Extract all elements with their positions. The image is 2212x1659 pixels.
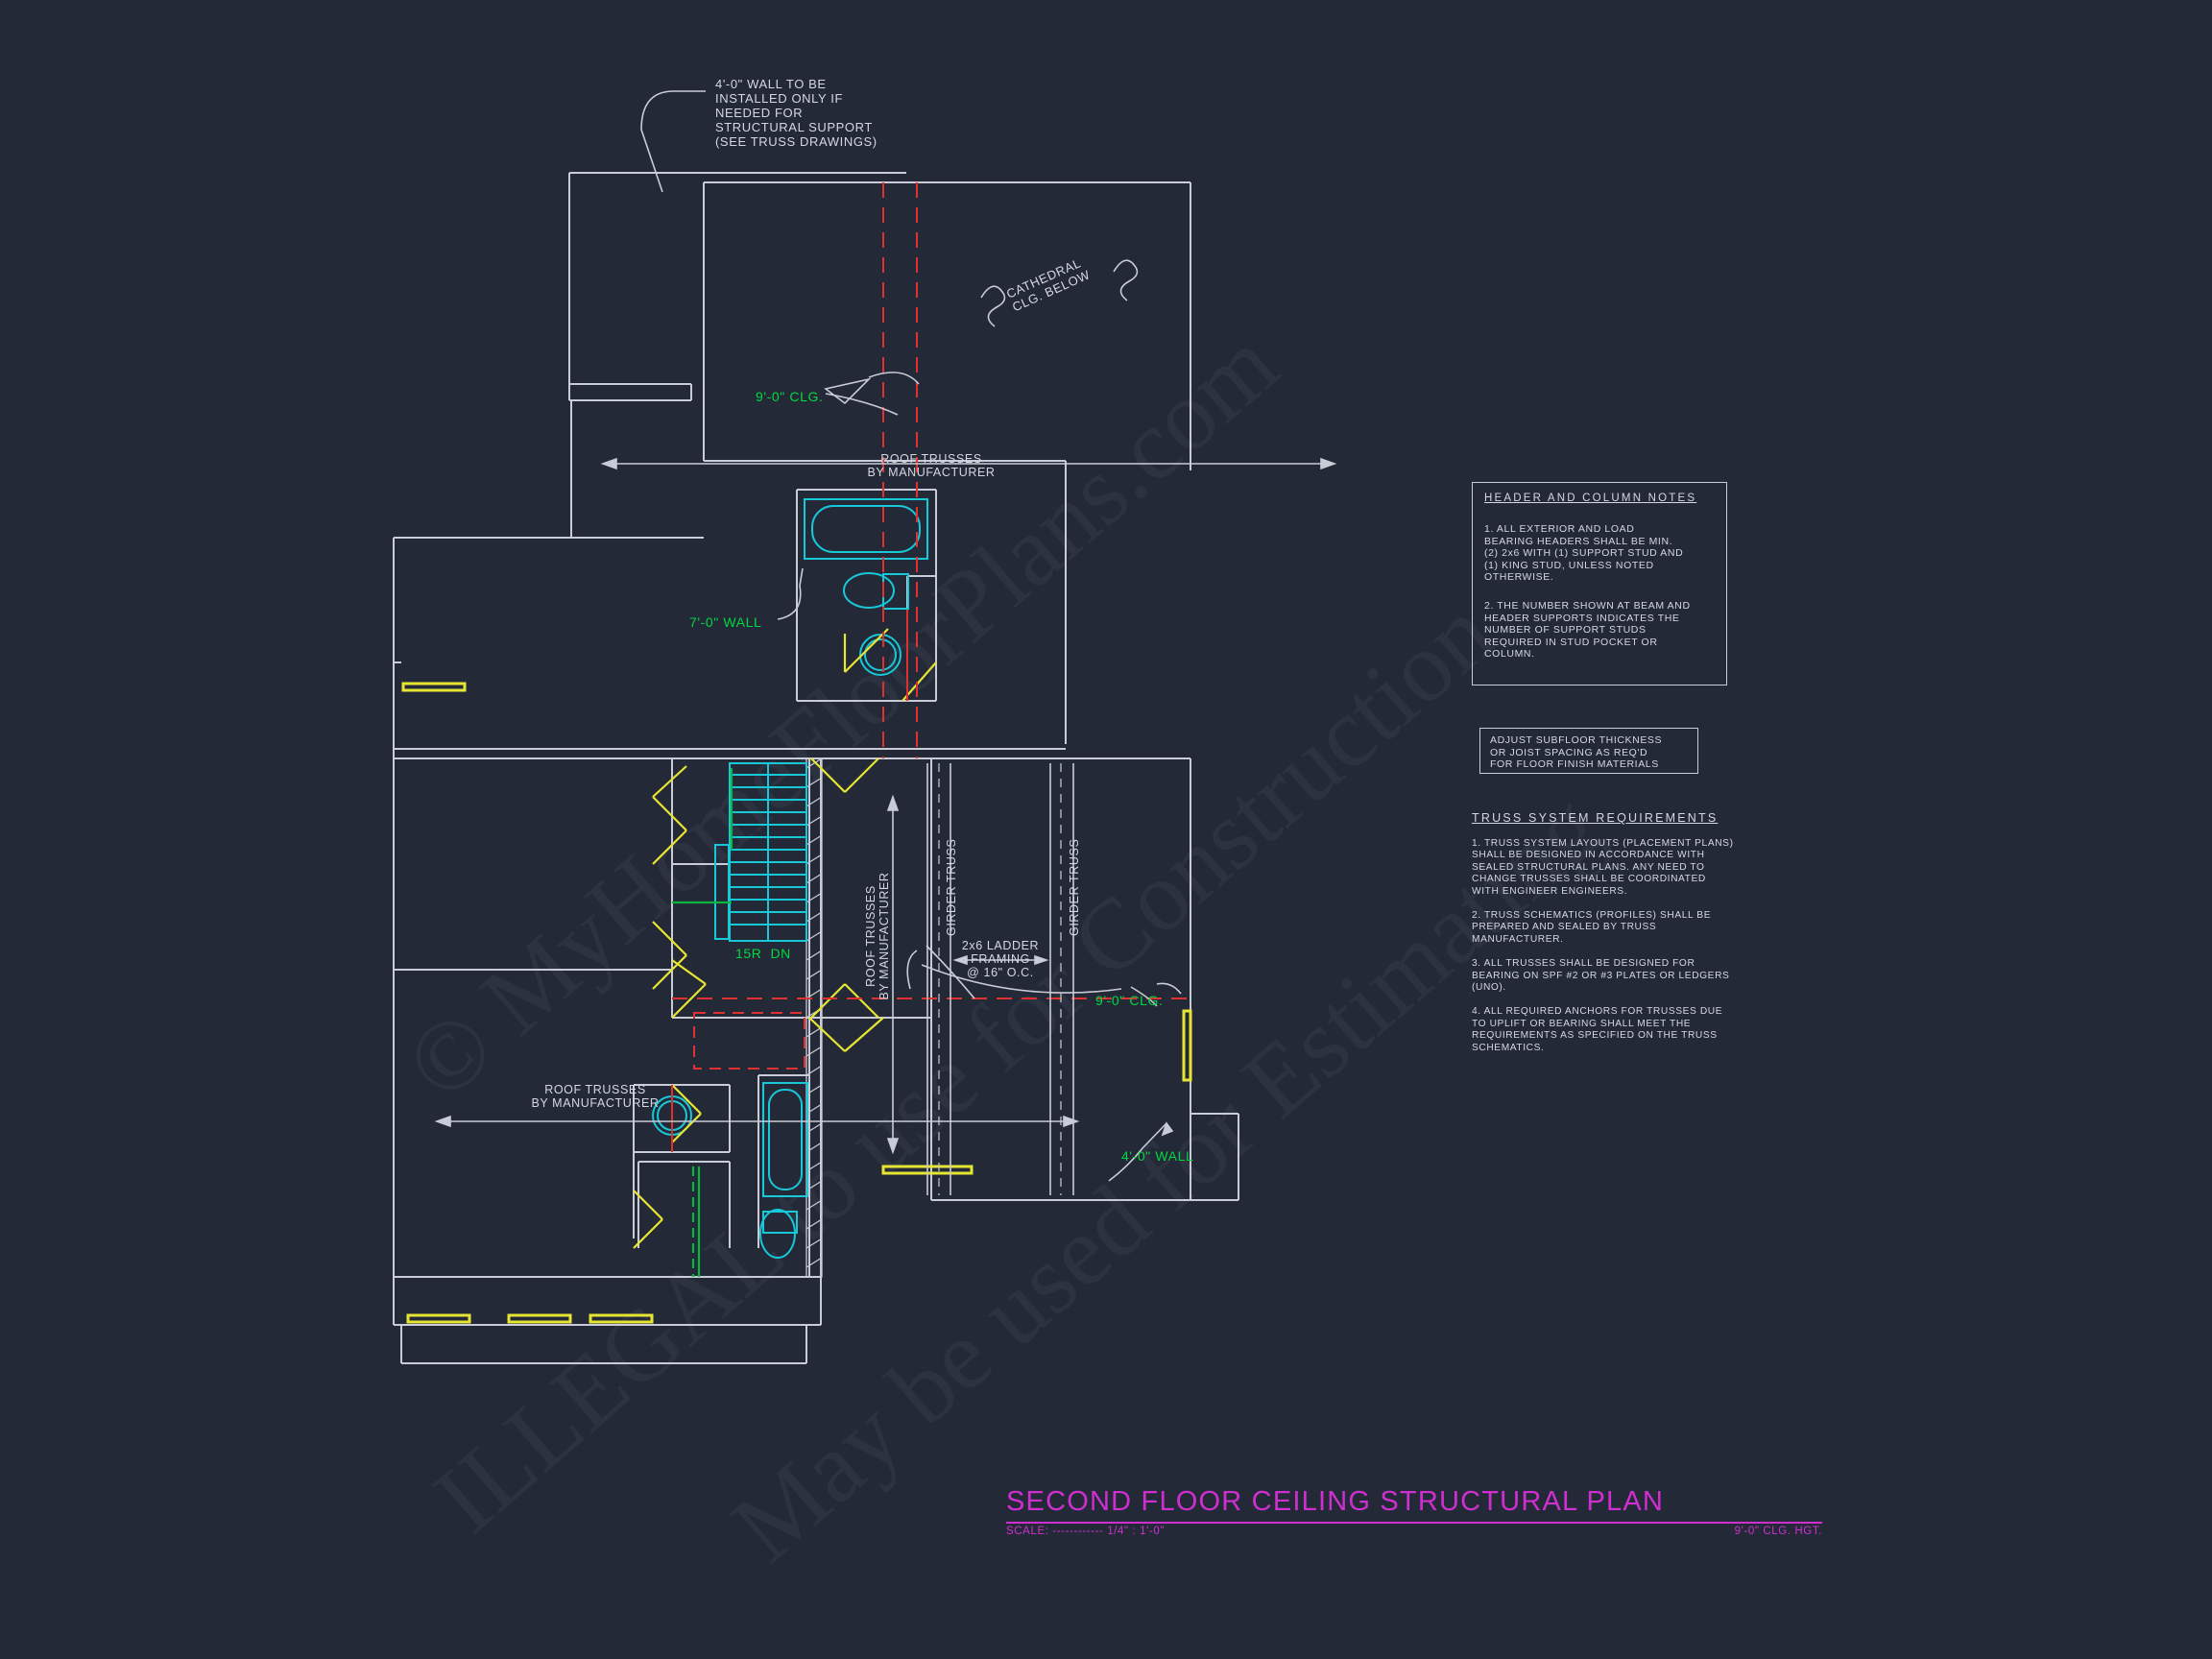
girder-truss-outlines: [926, 763, 1074, 1195]
low-wall-lines: [672, 768, 733, 1277]
note-line: STRUCTURAL SUPPORT: [715, 120, 873, 134]
note-line: INSTALLED ONLY IF: [715, 91, 844, 106]
note-line: NEEDED FOR: [715, 106, 804, 120]
note-line: OTHERWISE.: [1484, 571, 1554, 583]
note-line: FOR FLOOR FINISH MATERIALS: [1490, 758, 1659, 770]
header-notes-paragraph-2: 2. THE NUMBER SHOWN AT BEAM AND HEADER S…: [1484, 600, 1691, 661]
toilet-upper: [843, 572, 909, 610]
truss-notes-paragraph-2: 2. TRUSS SCHEMATICS (PROFILES) SHALL BE …: [1472, 910, 1789, 946]
page-title: SECOND FLOOR CEILING STRUCTURAL PLAN: [1006, 1486, 1665, 1517]
label-girder-truss-2: GIRDER TRUSS: [1068, 838, 1081, 936]
note-line: SEALED STRUCTURAL PLANS. ANY NEED TO: [1472, 861, 1705, 873]
roof-trusses-line-1: ROOF TRUSSES: [864, 885, 878, 987]
note-line: 3. ALL TRUSSES SHALL BE DESIGNED FOR: [1472, 958, 1695, 970]
label-wall-7-0: 7'-0" WALL: [689, 614, 762, 630]
note-line: HEADER SUPPORTS INDICATES THE: [1484, 612, 1680, 624]
roof-trusses-line-2: BY MANUFACTURER: [878, 872, 891, 1000]
note-line: SCHEMATICS.: [1472, 1042, 1545, 1053]
sink-upper: [859, 634, 902, 676]
scale-label: SCALE: ------------ 1/4" : 1'-0": [1006, 1525, 1166, 1537]
label-clg-height-top: 9'-0" CLG.: [756, 389, 824, 404]
note-line: 1. ALL EXTERIOR AND LOAD: [1484, 523, 1635, 535]
note-line: CHANGE TRUSSES SHALL BE COORDINATED: [1472, 874, 1706, 885]
girder-truss-center-lines: [938, 763, 1062, 1195]
note-line: (1) KING STUD, UNLESS NOTED: [1484, 559, 1654, 571]
label-ladder-framing: 2x6 LADDER FRAMING @ 16" O.C.: [952, 939, 1048, 979]
header-markers: [401, 682, 1192, 1324]
title-rule: [1006, 1522, 1822, 1524]
bathtub-lower: [762, 1082, 808, 1197]
note-line: 1. TRUSS SYSTEM LAYOUTS (PLACEMENT PLANS…: [1472, 838, 1734, 849]
note-line: (SEE TRUSS DRAWINGS): [715, 134, 878, 149]
label-stair-15r-dn: 15R DN: [735, 946, 791, 961]
note-line: OR JOIST SPACING AS REQ'D: [1490, 746, 1648, 758]
note-line: NUMBER OF SUPPORT STUDS: [1484, 624, 1647, 636]
note-line: BEARING HEADERS SHALL BE MIN.: [1484, 535, 1673, 547]
leaders: [434, 90, 1337, 1182]
note-line: BEARING ON SPF #2 OR #3 PLATES OR LEDGER…: [1472, 970, 1730, 981]
roof-trusses-line-2: BY MANUFACTURER: [867, 466, 996, 479]
truss-notes-paragraph-4: 4. ALL REQUIRED ANCHORS FOR TRUSSES DUE …: [1472, 1006, 1789, 1054]
ladder-line-2: FRAMING: [971, 952, 1030, 966]
note-line: 4'-0" WALL TO BE: [715, 77, 827, 91]
label-girder-truss-1: GIRDER TRUSS: [945, 838, 958, 936]
beam-pocket: [671, 610, 908, 1152]
note-line: PREPARED AND SEALED BY TRUSS: [1472, 922, 1657, 933]
note-line: (2) 2x6 WITH (1) SUPPORT STUD AND: [1484, 547, 1684, 559]
label-roof-trusses-top: ROOF TRUSSES BY MANUFACTURER: [845, 452, 1018, 479]
note-line: REQUIREMENTS AS SPECIFIED ON THE TRUSS: [1472, 1030, 1718, 1042]
roof-trusses-line-1: ROOF TRUSSES: [880, 452, 982, 466]
roof-trusses-line-2: BY MANUFACTURER: [531, 1096, 660, 1110]
label-clg-height-mid: 9'-0" CLG.: [1095, 993, 1164, 1008]
truss-notes-paragraph-3: 3. ALL TRUSSES SHALL BE DESIGNED FOR BEA…: [1472, 958, 1789, 994]
note-line: (UNO).: [1472, 982, 1506, 994]
subfloor-note-text: ADJUST SUBFLOOR THICKNESS OR JOIST SPACI…: [1490, 734, 1662, 771]
subfloor-note-box: ADJUST SUBFLOOR THICKNESS OR JOIST SPACI…: [1479, 728, 1698, 774]
note-line: WITH ENGINEER ENGINEERS.: [1472, 885, 1628, 897]
stair-treads: [714, 762, 807, 942]
roof-trusses-line-1: ROOF TRUSSES: [544, 1083, 646, 1096]
header-notes-paragraph-1: 1. ALL EXTERIOR AND LOAD BEARING HEADERS…: [1484, 523, 1683, 584]
note-line: 2. THE NUMBER SHOWN AT BEAM AND: [1484, 600, 1691, 612]
note-line: 4. ALL REQUIRED ANCHORS FOR TRUSSES DUE: [1472, 1006, 1723, 1018]
door-swings: [633, 628, 937, 1249]
structural-center-lines: [672, 182, 1190, 999]
ladder-line-1: 2x6 LADDER: [961, 939, 1040, 952]
note-line: ADJUST SUBFLOOR THICKNESS: [1490, 734, 1663, 746]
label-wall-4-0: 4'-0" WALL: [1121, 1148, 1194, 1164]
note-line: REQUIRED IN STUD POCKET OR: [1484, 636, 1658, 648]
title-block: SECOND FLOOR CEILING STRUCTURAL PLAN SCA…: [1006, 1486, 1822, 1541]
note-line: TO UPLIFT OR BEARING SHALL MEET THE: [1472, 1018, 1692, 1029]
note-4ft-wall-top: 4'-0" WALL TO BE INSTALLED ONLY IF NEEDE…: [715, 77, 878, 149]
truss-notes-paragraph-1: 1. TRUSS SYSTEM LAYOUTS (PLACEMENT PLANS…: [1472, 838, 1789, 898]
note-line: 2. TRUSS SCHEMATICS (PROFILES) SHALL BE: [1472, 910, 1712, 922]
toilet-lower: [759, 1209, 798, 1259]
note-line: SHALL BE DESIGNED IN ACCORDANCE WITH: [1472, 850, 1705, 861]
label-roof-trusses-left: ROOF TRUSSES BY MANUFACTURER: [504, 1083, 686, 1110]
header-notes-title: HEADER AND COLUMN NOTES: [1484, 493, 1697, 504]
ceiling-height-label: 9'-0" CLG. HGT.: [1734, 1525, 1822, 1537]
truss-notes-title: TRUSS SYSTEM REQUIREMENTS: [1472, 811, 1719, 825]
note-line: COLUMN.: [1484, 648, 1535, 660]
note-line: MANUFACTURER.: [1472, 933, 1564, 945]
truss-system-requirements: TRUSS SYSTEM REQUIREMENTS 1. TRUSS SYSTE…: [1472, 811, 1789, 1054]
ladder-line-3: @ 16" O.C.: [967, 966, 1034, 979]
bathtub-upper: [804, 498, 928, 560]
label-roof-trusses-vertical: ROOF TRUSSES BY MANUFACTURER: [864, 840, 891, 1032]
header-column-notes-box: HEADER AND COLUMN NOTES 1. ALL EXTERIOR …: [1472, 482, 1727, 685]
